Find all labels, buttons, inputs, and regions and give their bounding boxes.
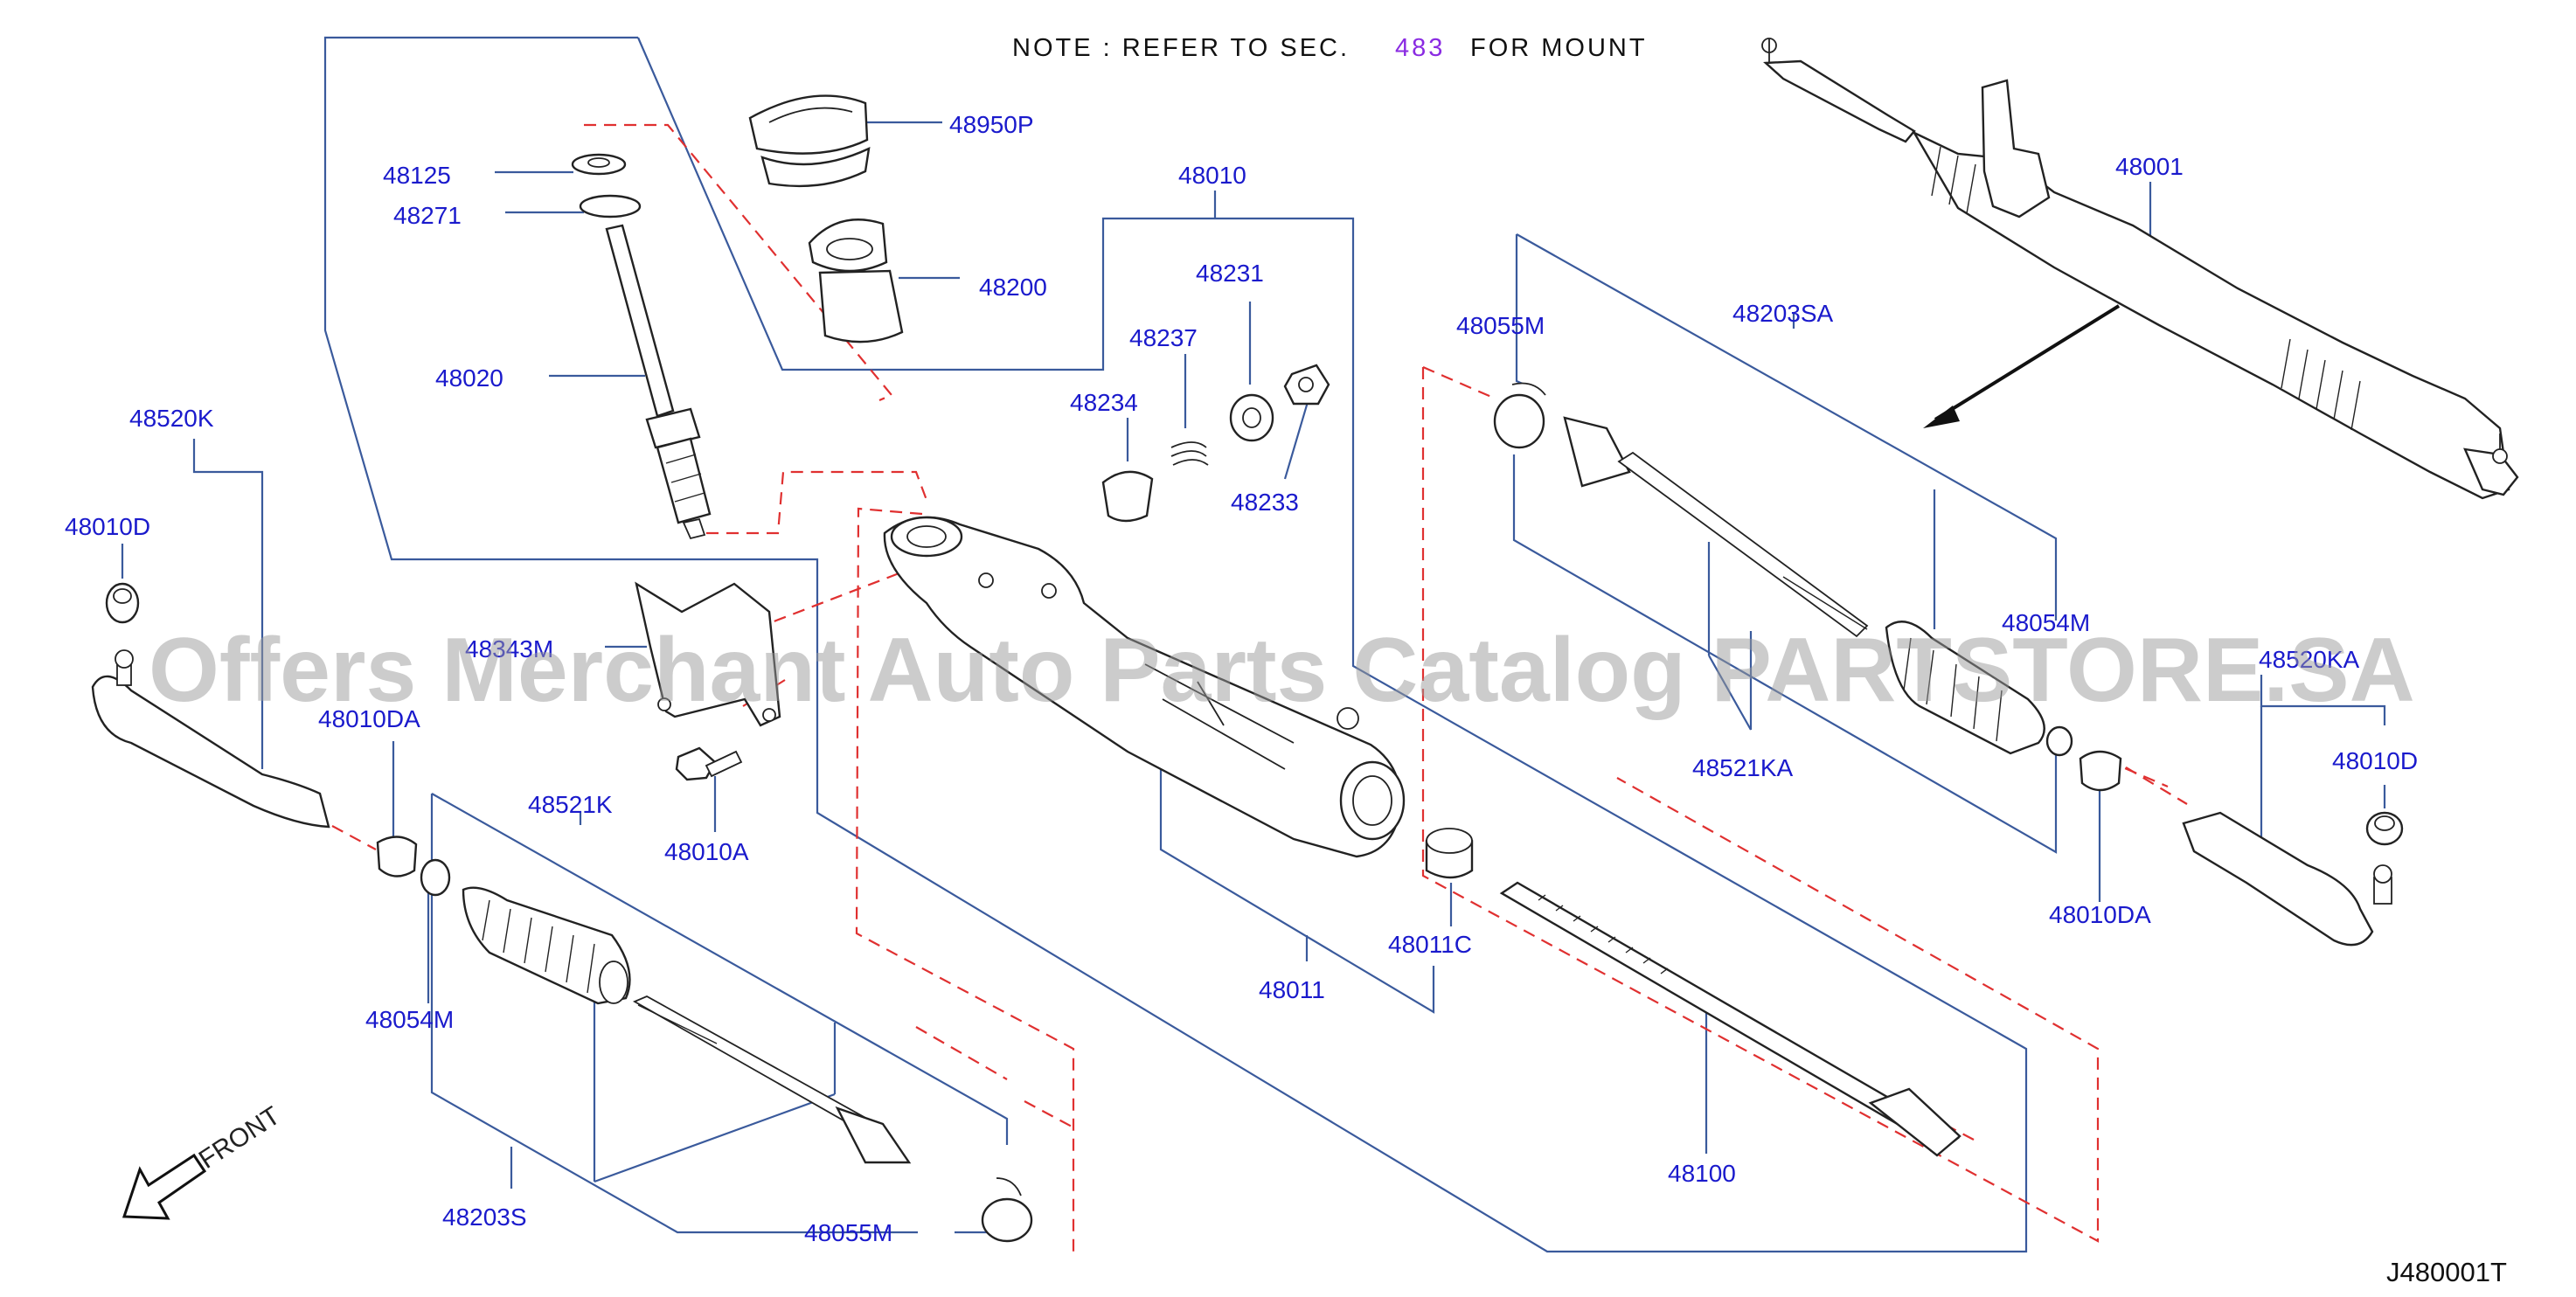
part-label-48010d-right[interactable]: 48010D (2332, 747, 2418, 774)
part-label-48233[interactable]: 48233 (1231, 489, 1299, 516)
part-label-48231[interactable]: 48231 (1196, 260, 1264, 287)
inner-rod-48521k-drawing (632, 995, 912, 1164)
part-label-48020[interactable]: 48020 (435, 364, 503, 392)
part-label-48001[interactable]: 48001 (2115, 153, 2184, 180)
snap-ring-48271-drawing (579, 194, 642, 218)
bush-48011c-drawing (1425, 828, 1474, 879)
part-label-48054m-right[interactable]: 48054M (2002, 609, 2090, 636)
front-label: FRONT (194, 1101, 286, 1175)
clip-48055m-l-drawing (981, 1177, 1033, 1243)
part-label-48100[interactable]: 48100 (1668, 1160, 1736, 1187)
part-label-48125[interactable]: 48125 (383, 162, 451, 189)
part-label-48010da-right[interactable]: 48010DA (2049, 901, 2151, 928)
nut-48010da-r-drawing (2079, 750, 2122, 792)
boot-48203sa-drawing (1885, 621, 2045, 755)
tie-rod-end-48520k-drawing (91, 582, 330, 829)
direction-arrow (1923, 304, 2121, 428)
nut-48010da-l-drawing (376, 836, 418, 877)
part-label-48521k[interactable]: 48521K (528, 791, 613, 818)
part-label-48950p[interactable]: 48950P (949, 111, 1034, 138)
part-label-48011[interactable]: 48011 (1259, 976, 1325, 1003)
part-label-48010da-left[interactable]: 48010DA (318, 705, 420, 732)
boot-48203s-drawing (462, 886, 631, 1005)
watermark: Offers Merchant Auto Parts Catalog PARTS… (149, 620, 2415, 721)
diagram-code: J480001T (2386, 1257, 2507, 1287)
front-indicator: FRONT (122, 1101, 286, 1220)
part-label-48520ka[interactable]: 48520KA (2259, 646, 2360, 673)
grommet-48200-drawing (808, 218, 904, 343)
part-label-48521ka[interactable]: 48521KA (1692, 754, 1794, 781)
rack-48100-drawing (1499, 881, 1962, 1157)
part-label-48237[interactable]: 48237 (1129, 324, 1198, 351)
part-labels: 48950P 48125 48271 48200 48020 48010 482… (65, 111, 2418, 1246)
bracket-48343m-drawing (635, 581, 781, 727)
part-label-48055m-left[interactable]: 48055M (804, 1219, 892, 1246)
clip-48054m-r-drawing (2045, 725, 2073, 757)
clip-48055m-r-drawing (1493, 382, 1546, 449)
note-suffix: FOR MOUNT (1470, 34, 1648, 62)
inner-rod-48521ka-drawing (1563, 416, 1869, 638)
note-section-link[interactable]: 483 (1395, 34, 1445, 62)
washer-48125-drawing (571, 153, 627, 176)
assembly-48001-drawing (1761, 38, 2519, 500)
part-label-48054m-left[interactable]: 48054M (365, 1006, 454, 1033)
guide-48231-drawing (1229, 393, 1274, 442)
part-label-48271[interactable]: 48271 (393, 202, 462, 229)
part-label-48203sa[interactable]: 48203SA (1732, 300, 1834, 327)
part-label-48203s[interactable]: 48203S (442, 1203, 527, 1231)
part-label-48010d-left[interactable]: 48010D (65, 513, 150, 540)
part-label-48520k[interactable]: 48520K (129, 405, 214, 432)
part-label-48010[interactable]: 48010 (1178, 162, 1246, 189)
leader-lines (121, 36, 2386, 1253)
boot-48950p-drawing (748, 94, 871, 188)
note-prefix: NOTE : REFER TO SEC. (1012, 34, 1350, 62)
nut-48233-drawing (1283, 364, 1330, 406)
clip-48054m-l-drawing (420, 858, 451, 897)
pinion-48020-drawing (605, 224, 712, 540)
front-arrow-icon (122, 1153, 207, 1220)
part-label-48234[interactable]: 48234 (1070, 389, 1138, 416)
tie-rod-end-48520ka-drawing (2182, 811, 2404, 947)
part-label-48055m-right[interactable]: 48055M (1456, 312, 1545, 339)
spring-48237-drawing (1170, 441, 1209, 466)
adjuster-48234-drawing (1101, 470, 1154, 523)
bolt-48010a-drawing (675, 746, 743, 781)
part-label-48343m[interactable]: 48343M (465, 635, 553, 662)
part-label-48010a[interactable]: 48010A (664, 838, 749, 865)
part-label-48200[interactable]: 48200 (979, 274, 1047, 301)
gear-housing-48011-drawing (883, 516, 1406, 858)
part-label-48011c[interactable]: 48011C (1388, 931, 1472, 958)
